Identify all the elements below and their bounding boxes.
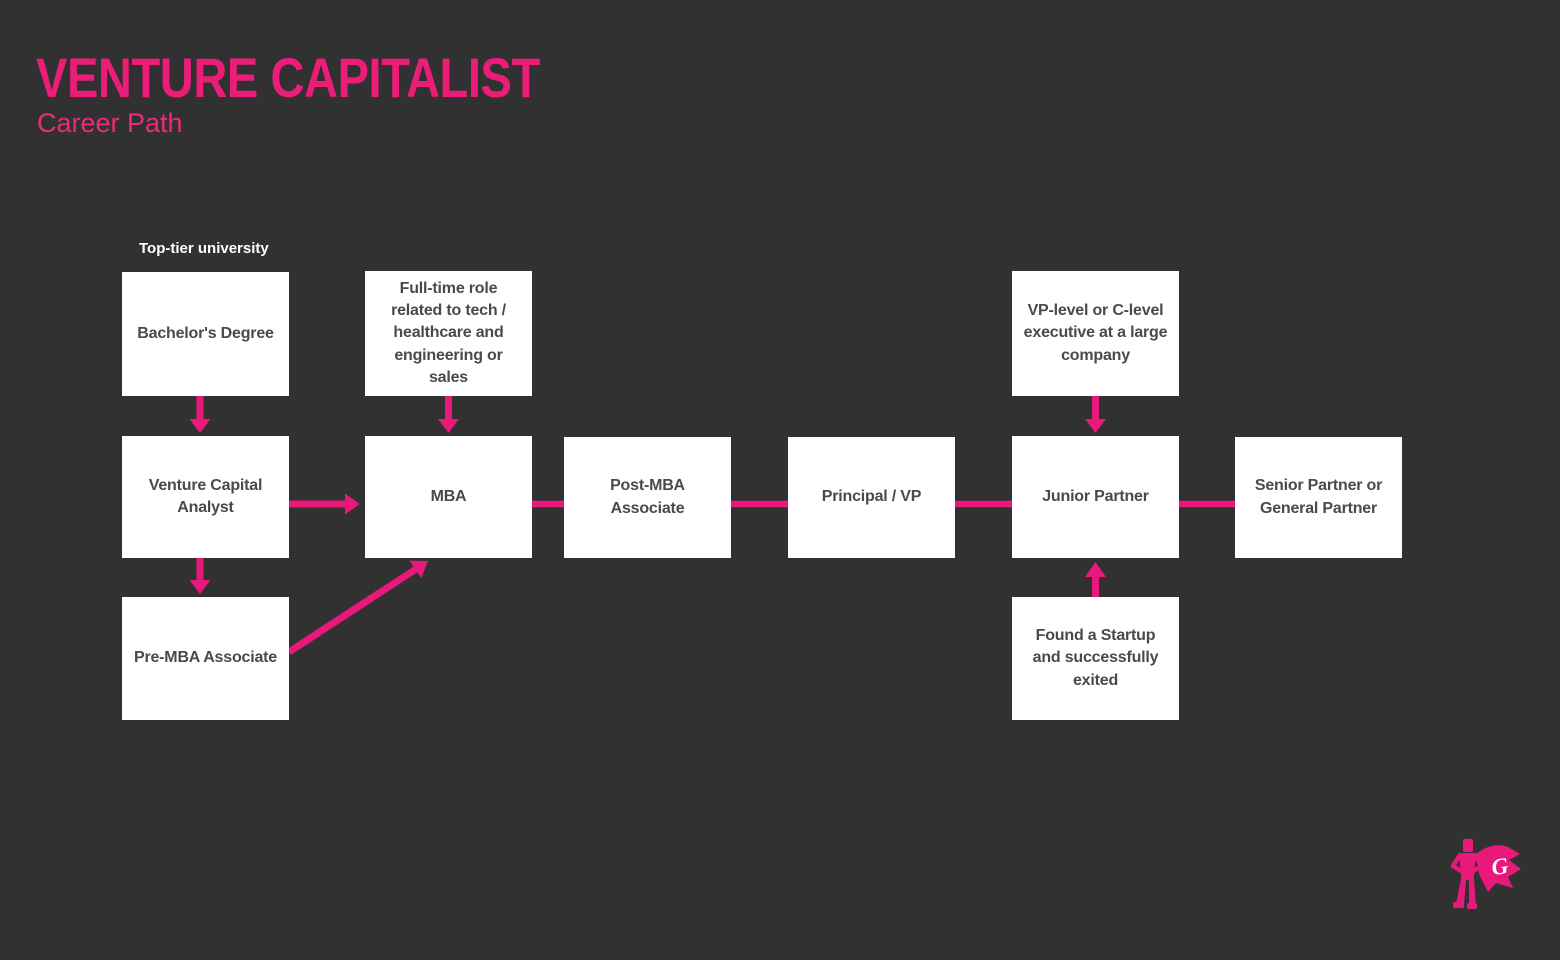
- logo-letter: G: [1490, 853, 1510, 880]
- node-junior-partner: Junior Partner: [1012, 436, 1179, 558]
- node-label: Bachelor's Degree: [137, 324, 274, 342]
- node-senior-or-general-partner: Senior Partner or General Partner: [1235, 437, 1402, 558]
- edge-pre-mba-to-mba: [287, 560, 428, 655]
- node-label: Junior Partner: [1042, 487, 1149, 505]
- arrowhead: [1085, 562, 1106, 577]
- arrowhead: [409, 560, 428, 578]
- node-label: VP-level or C-level executive at a large…: [1023, 302, 1168, 364]
- mascot-head: [1463, 839, 1473, 852]
- page-subtitle: Career Path: [37, 108, 183, 138]
- node-post-mba-associate: Post-MBA Associate: [564, 437, 731, 558]
- mascot-left-leg: [1456, 879, 1466, 905]
- node-label: Full-time role related to tech / healthc…: [391, 280, 506, 386]
- node-label: Found a Startup and successfully exited: [1032, 627, 1159, 689]
- edge-vp-exec-to-junior-partner: [1085, 396, 1106, 433]
- edge-fulltime-to-mba: [438, 396, 459, 433]
- mascot-left-arm: [1450, 852, 1466, 875]
- node-label: Venture Capital Analyst: [148, 476, 263, 516]
- mascot-right-leg: [1469, 879, 1476, 906]
- node-pre-mba-associate: Pre-MBA Associate: [122, 597, 289, 720]
- arrowhead: [189, 580, 211, 594]
- edge-vc-analyst-to-mba: [288, 493, 360, 515]
- node-principal-vp: Principal / VP: [788, 437, 955, 558]
- page-title: VENTURE CAPITALIST: [36, 46, 540, 109]
- mascot-hips: [1461, 873, 1474, 880]
- node-bachelors-degree: Bachelor's Degree: [122, 272, 289, 396]
- node-label: Principal / VP: [821, 488, 922, 506]
- edge-bachelors-to-vc-analyst: [189, 396, 211, 433]
- mascot-right-foot: [1467, 903, 1477, 909]
- arrowhead: [345, 493, 360, 515]
- superhero-g-logo: G: [1450, 839, 1521, 909]
- node-vp-or-c-level-executive: VP-level or C-level executive at a large…: [1012, 271, 1179, 396]
- node-label: MBA: [430, 487, 467, 505]
- node-venture-capital-analyst: Venture Capital Analyst: [122, 436, 289, 558]
- arrowhead: [189, 419, 211, 433]
- arrowhead: [1085, 419, 1106, 433]
- node-label: Senior Partner or General Partner: [1254, 477, 1383, 517]
- node-fulltime-role: Full-time role related to tech / healthc…: [365, 271, 532, 396]
- edge-vc-analyst-to-pre-mba: [189, 558, 211, 594]
- node-label: Pre-MBA Associate: [133, 649, 277, 667]
- edge-startup-to-junior-partner: [1085, 562, 1106, 597]
- node-mba: MBA: [365, 436, 532, 558]
- node-found-startup-exited: Found a Startup and successfully exited: [1012, 597, 1179, 720]
- mascot-right-arm: [1469, 852, 1484, 875]
- arrowhead: [438, 419, 459, 433]
- mascot-left-foot: [1453, 902, 1464, 908]
- node-label: Post-MBA Associate: [610, 477, 685, 517]
- top-tier-university-label: Top-tier university: [139, 240, 269, 257]
- cape-icon: [1476, 845, 1521, 892]
